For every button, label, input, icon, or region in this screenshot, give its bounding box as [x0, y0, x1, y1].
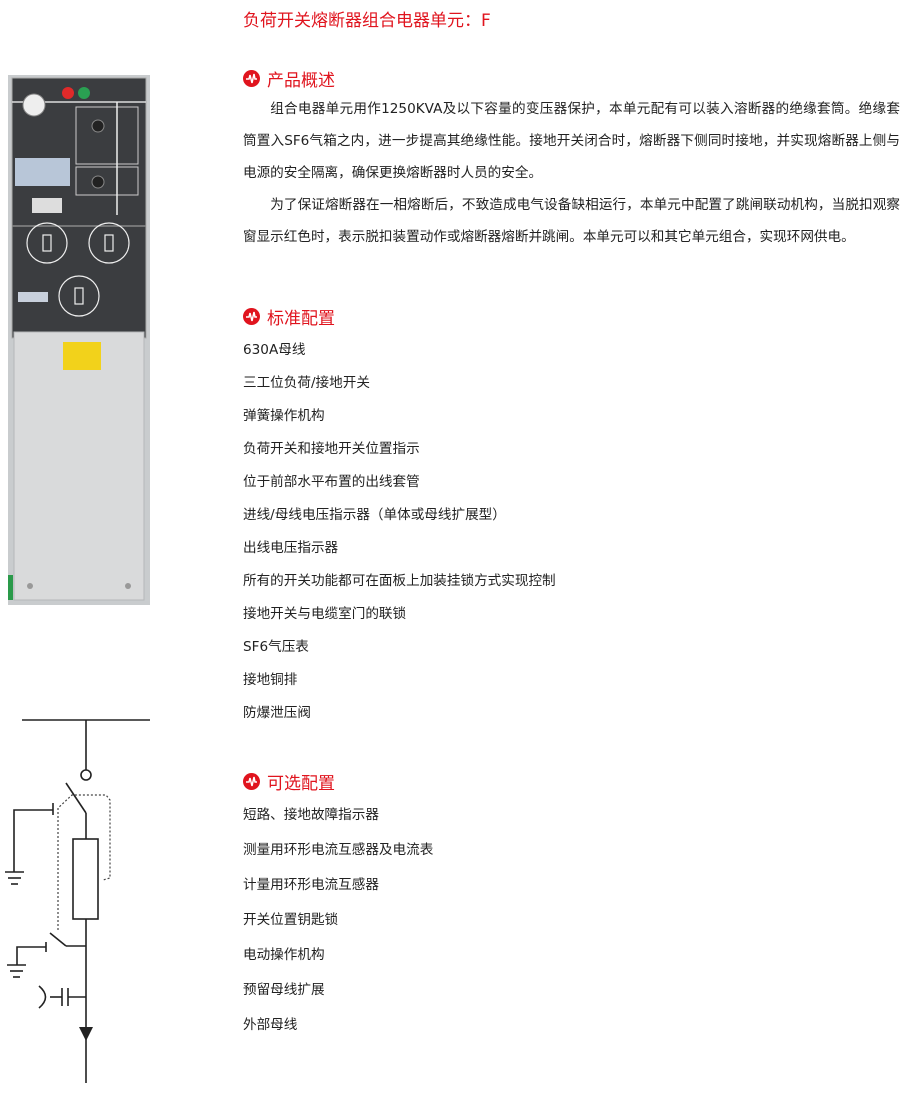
list-item: 位于前部水平布置的出线套管	[243, 474, 420, 490]
list-item: 测量用环形电流互感器及电流表	[243, 842, 434, 858]
heading-text: 产品概述	[267, 71, 335, 91]
list-item: 预留母线扩展	[243, 982, 325, 998]
list-item: 所有的开关功能都可在面板上加装挂锁方式实现控制	[243, 573, 556, 589]
list-item: 计量用环形电流互感器	[243, 877, 379, 893]
list-item: 开关位置钥匙锁	[243, 912, 339, 928]
single-line-diagram	[5, 719, 150, 1083]
list-item: 防爆泄压阀	[243, 705, 311, 721]
overview-paragraph-1: 组合电器单元用作1250KVA及以下容量的变压器保护，本单元配有可以装入溶断器的…	[243, 101, 900, 181]
section-heading-optional: 可选配置	[243, 769, 335, 794]
list-item: 进线/母线电压指示器（单体或母线扩展型）	[243, 507, 506, 523]
pulse-icon	[243, 70, 260, 87]
list-item: 外部母线	[243, 1017, 298, 1033]
list-item: 接地开关与电缆室门的联锁	[243, 606, 407, 622]
pulse-icon	[243, 308, 260, 325]
heading-text: 标准配置	[267, 309, 335, 329]
overview-paragraph-2: 为了保证熔断器在一相熔断后，不致造成电气设备缺相运行，本单元中配置了跳闸联动机构…	[243, 197, 900, 245]
list-item: 弹簧操作机构	[243, 408, 325, 424]
cabinet-photo	[8, 75, 150, 605]
list-item: 630A母线	[243, 342, 306, 358]
list-item: 短路、接地故障指示器	[243, 807, 379, 823]
list-item: 出线电压指示器	[243, 540, 339, 556]
list-item: 负荷开关和接地开关位置指示	[243, 441, 420, 457]
list-item: 三工位负荷/接地开关	[243, 375, 370, 391]
standard-config-list: 630A母线 三工位负荷/接地开关 弹簧操作机构 负荷开关和接地开关位置指示 位…	[243, 340, 556, 736]
heading-text: 可选配置	[267, 774, 335, 794]
list-item: 接地铜排	[243, 672, 298, 688]
pulse-icon	[243, 773, 260, 790]
list-item: SF6气压表	[243, 639, 309, 655]
page-title: 负荷开关熔断器组合电器单元：F	[243, 11, 491, 31]
optional-config-list: 短路、接地故障指示器 测量用环形电流互感器及电流表 计量用环形电流互感器 开关位…	[243, 805, 433, 1050]
list-item: 电动操作机构	[243, 947, 325, 963]
section-heading-overview: 产品概述	[243, 66, 335, 91]
section-heading-standard: 标准配置	[243, 304, 335, 329]
